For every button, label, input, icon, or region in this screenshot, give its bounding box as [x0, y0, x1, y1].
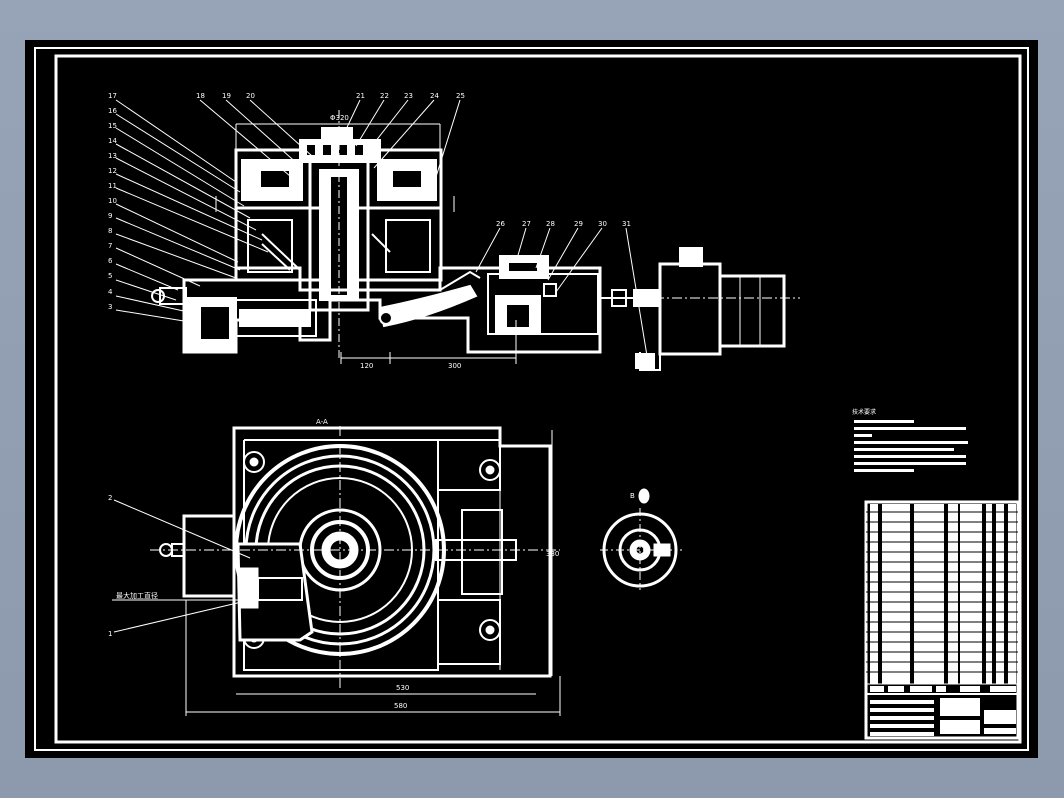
callout-20: 20	[246, 92, 255, 100]
dim-plan-height: 330	[546, 550, 559, 558]
callout-3: 3	[108, 303, 112, 311]
callout-28: 28	[546, 220, 555, 228]
callout-27: 27	[522, 220, 531, 228]
callout-22: 22	[380, 92, 389, 100]
callout-24: 24	[430, 92, 439, 100]
label-view-b: B	[630, 492, 635, 500]
callout-25: 25	[456, 92, 465, 100]
title-block-cells	[870, 686, 1016, 736]
callout-15: 15	[108, 122, 117, 130]
callout-17: 17	[108, 92, 117, 100]
callout-13: 13	[108, 152, 117, 160]
drawing-sheet	[25, 40, 1038, 758]
leader-lines-left	[115, 99, 649, 363]
callout-6: 6	[108, 257, 113, 265]
callout-31: 31	[622, 220, 631, 228]
bom-columns	[870, 504, 1016, 684]
dim-120: 120	[360, 362, 373, 370]
callout-16: 16	[108, 107, 117, 115]
bom-row-lines	[866, 511, 1018, 673]
technical-notes: 技术要求	[852, 408, 968, 472]
inner-border	[54, 54, 1022, 744]
callout-8: 8	[108, 227, 112, 235]
callout-2: 2	[108, 494, 112, 502]
callout-23: 23	[404, 92, 413, 100]
label-view-aa: A-A	[316, 418, 328, 426]
plan-view	[112, 426, 561, 716]
dim-300: 300	[448, 362, 461, 370]
dim-plan-width: 530	[396, 684, 409, 692]
detail-view-b	[600, 488, 682, 590]
callout-12: 12	[108, 167, 117, 175]
dim-top-width: Φ320	[330, 114, 349, 122]
callout-7: 7	[108, 242, 112, 250]
notes-title: 技术要求	[852, 408, 876, 416]
callout-4: 4	[108, 288, 113, 296]
callout-21: 21	[356, 92, 365, 100]
callout-9: 9	[108, 212, 112, 220]
callout-5: 5	[108, 272, 112, 280]
callout-14: 14	[108, 137, 117, 145]
dimension-texts-top: Φ320 120 300	[330, 114, 461, 370]
callout-30: 30	[598, 220, 607, 228]
callout-19: 19	[222, 92, 231, 100]
annotation-max-diameter: 最大加工直径	[116, 591, 158, 600]
callouts-top: 17 16 15 14 13 12 11 10 9 8 7 6 5 4 3 18…	[108, 92, 631, 311]
callout-26: 26	[496, 220, 505, 228]
plan-view-texts: A-A 2 1 最大加工直径 530 580 330	[108, 418, 559, 710]
callout-29: 29	[574, 220, 583, 228]
callout-11: 11	[108, 182, 117, 190]
dim-plan-total: 580	[394, 702, 407, 710]
callout-10: 10	[108, 197, 117, 205]
elevation-view	[151, 110, 800, 371]
outer-border	[34, 47, 1029, 751]
callout-1: 1	[108, 630, 112, 638]
callout-18: 18	[196, 92, 205, 100]
